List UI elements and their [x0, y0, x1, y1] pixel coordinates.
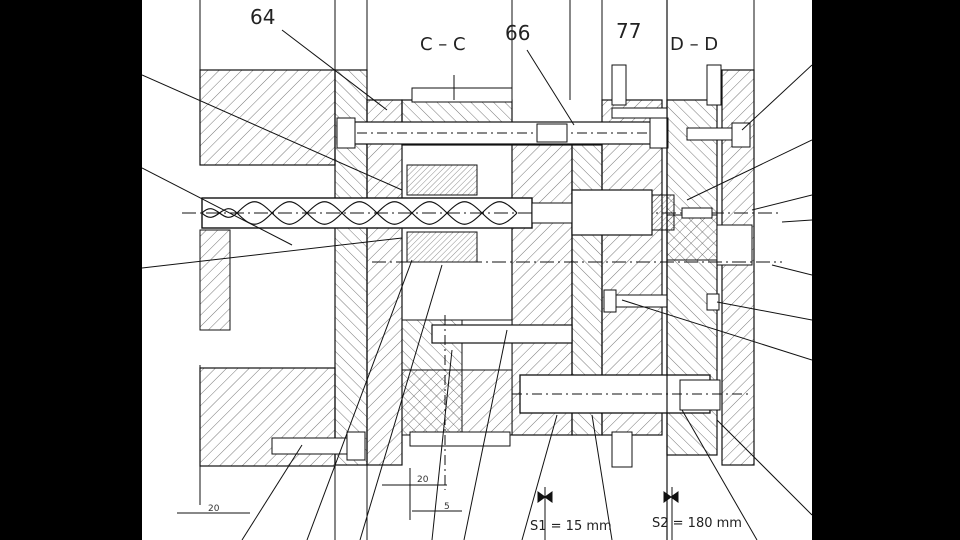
dimension-5: 5 — [444, 502, 450, 512]
part-label-77: 77 — [616, 19, 641, 43]
leader-lines — [142, 29, 812, 540]
dimension-20-mid: 20 — [417, 475, 429, 485]
part-label-66: 66 — [505, 21, 530, 45]
dimension-lines — [177, 365, 679, 540]
top-fittings — [409, 64, 722, 468]
dimension-20-left: 20 — [208, 504, 220, 514]
technical-drawing: 64 66 77 C – C D – D 20 20 5 S1 = 15 mm … — [142, 0, 812, 540]
stroke-s1: S1 = 15 mm — [530, 519, 612, 534]
mold-section-drawing: 64 66 77 C – C D – D 20 20 5 S1 = 15 mm … — [142, 0, 812, 540]
section-lines — [444, 0, 755, 540]
part-label-64: 64 — [250, 5, 275, 29]
section-label-cc: C – C — [420, 34, 466, 55]
stroke-s2: S2 = 180 mm — [652, 516, 742, 531]
left-clamp-plate-bottom — [199, 229, 336, 467]
section-label-dd: D – D — [670, 34, 718, 55]
guide-pin-top — [336, 117, 669, 149]
core-cavity — [372, 164, 782, 266]
threaded-spindle — [182, 197, 782, 229]
ejector-bolts — [271, 122, 752, 461]
